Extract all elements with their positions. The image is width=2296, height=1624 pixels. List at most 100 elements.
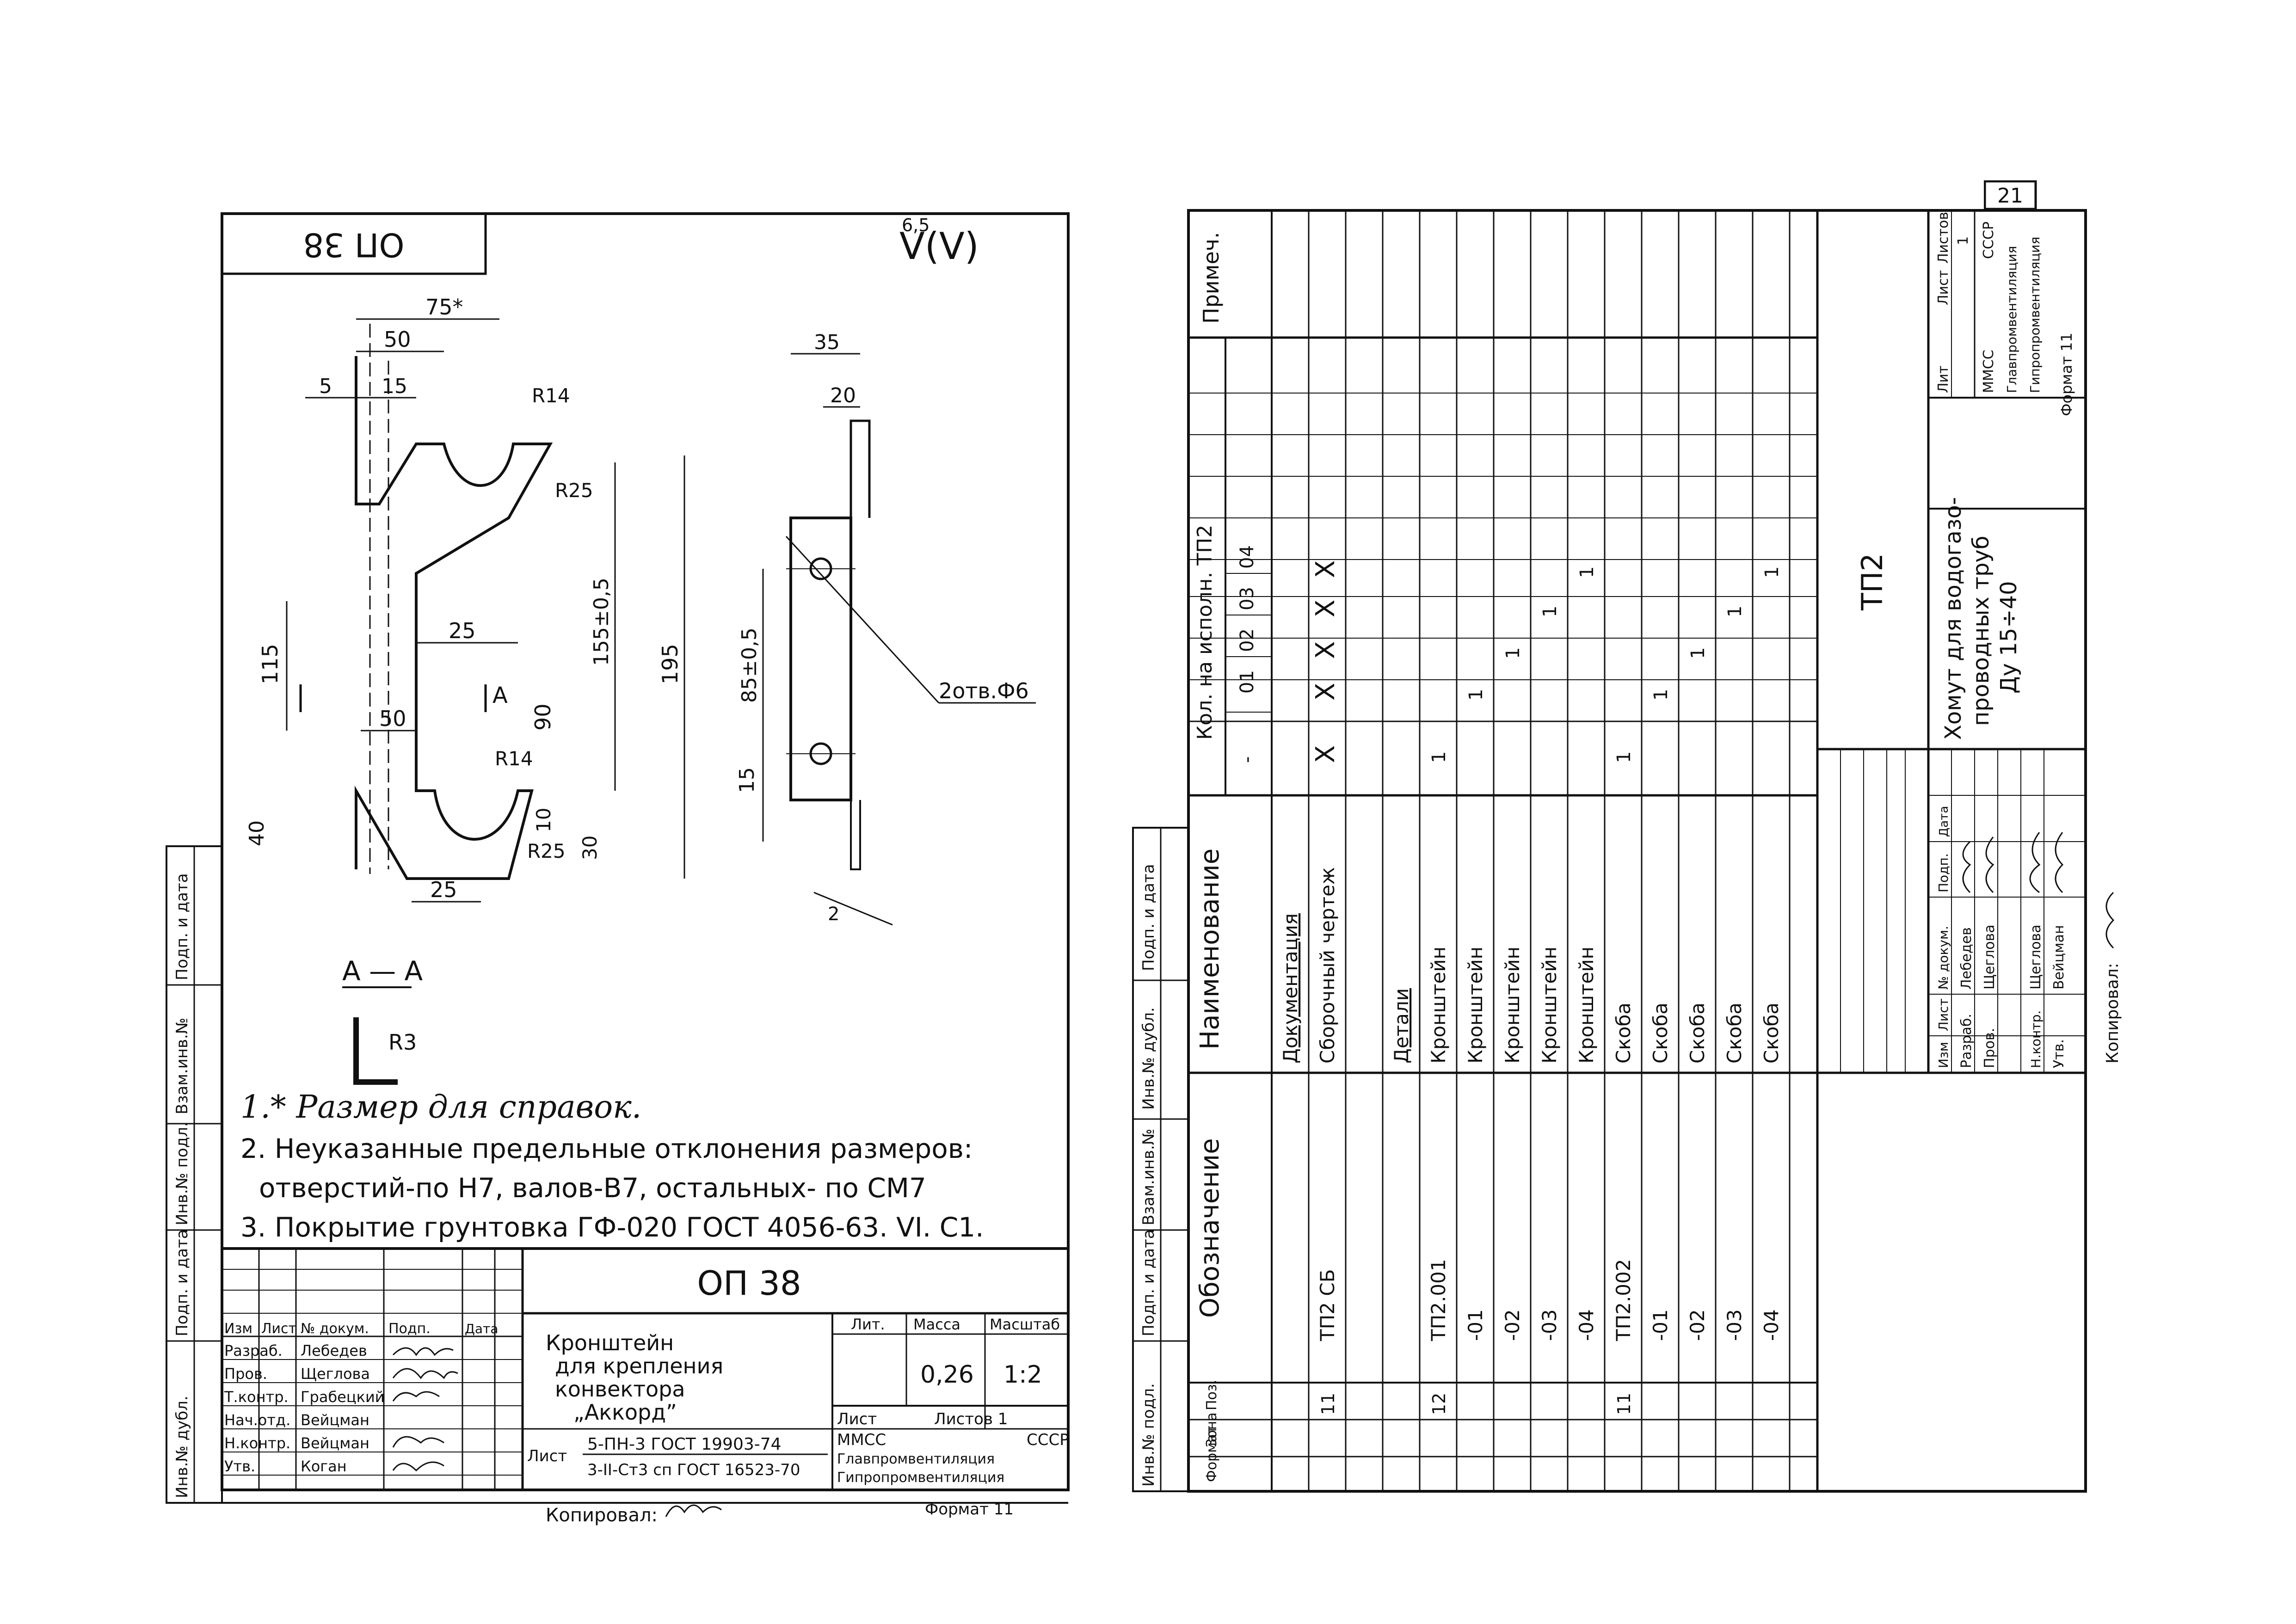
svg-text:195: 195 [658, 644, 683, 684]
svg-text:Разраб.: Разраб. [1958, 1014, 1975, 1068]
svg-text:2: 2 [828, 904, 839, 925]
svg-text:Изм: Изм [224, 1321, 252, 1337]
svg-text:85±0,5: 85±0,5 [738, 627, 761, 703]
svg-text:30: 30 [579, 836, 601, 860]
row-name: Скоба [1686, 1003, 1709, 1064]
row-pos: 12 [1429, 1393, 1449, 1415]
svg-text:Утв.: Утв. [224, 1458, 255, 1475]
svg-text:Взам.инв.№: Взам.инв.№ [1139, 1129, 1158, 1225]
svg-text:25: 25 [449, 618, 476, 643]
row-qty: 1 [1761, 566, 1783, 578]
svg-text:Инв.№ подл.: Инв.№ подл. [1139, 1383, 1158, 1487]
svg-text:50: 50 [379, 706, 406, 731]
row-name: Кронштейн [1538, 947, 1561, 1064]
section-label: А — А [342, 955, 423, 987]
row-name: Сборочный чертеж [1316, 867, 1339, 1064]
svg-text:20: 20 [830, 384, 856, 407]
row-designation: -04 [1575, 1309, 1598, 1341]
svg-text:25: 25 [430, 877, 457, 902]
note-2b: отверстий-по Н7, валов-В7, остальных- по… [259, 1172, 926, 1204]
row-name: Кронштейн [1427, 947, 1450, 1064]
svg-text:Подп.: Подп. [388, 1321, 431, 1337]
svg-text:R14: R14 [532, 384, 570, 407]
svg-text:15: 15 [735, 767, 759, 793]
row-designation: ТП2 СБ [1316, 1269, 1339, 1341]
svg-text:A: A [492, 683, 508, 708]
svg-text:Лист: Лист [837, 1410, 877, 1428]
row-qty: X [1311, 745, 1341, 763]
header-qty: Кол. на исполн. ТП2 [1193, 525, 1217, 740]
row-name: Кронштейн [1464, 947, 1487, 1064]
svg-text:Дата: Дата [465, 1321, 499, 1336]
left-title-block: ОП 38 Кронштейн для крепления конвектора… [222, 1247, 1069, 1490]
side-view [789, 517, 852, 801]
row-name: Детали [1390, 988, 1413, 1064]
row-qty: X [1311, 560, 1341, 578]
svg-text:5: 5 [319, 375, 332, 398]
row-designation: -02 [1686, 1309, 1709, 1341]
svg-text:Грабецкий: Грабецкий [301, 1388, 385, 1406]
svg-text:Щеглова: Щеглова [2028, 924, 2044, 990]
row-pos: 11 [1318, 1393, 1338, 1415]
svg-text:СССР: СССР [1027, 1431, 1069, 1449]
svg-text:Нач.отд.: Нач.отд. [224, 1411, 290, 1429]
note-1: 1.* Размер для справок. [240, 1089, 642, 1126]
svg-text:Лит.: Лит. [851, 1316, 885, 1333]
svg-text:50: 50 [384, 327, 411, 352]
row-qty: X [1311, 600, 1341, 617]
svg-text:Вейцман: Вейцман [301, 1411, 369, 1429]
svg-text:02: 02 [1237, 628, 1258, 652]
row-name: Скоба [1760, 1003, 1783, 1064]
svg-text:Инв.№ дубл.: Инв.№ дубл. [173, 1396, 191, 1498]
row-designation: -03 [1538, 1309, 1561, 1341]
svg-text:СССР: СССР [1981, 221, 1997, 259]
svg-text:„Аккорд”: „Аккорд” [573, 1400, 677, 1425]
right-title-block: ТП2 Хомут для водогазо- проводных труб Д… [1816, 210, 2122, 1073]
svg-text:R25: R25 [527, 840, 566, 862]
row-qty: X [1311, 683, 1341, 701]
svg-text:Лебедев: Лебедев [1958, 927, 1975, 990]
row-name: Документация [1279, 913, 1302, 1064]
svg-text:Вейцман: Вейцман [2051, 925, 2067, 990]
row-qty: 1 [1576, 566, 1598, 578]
svg-text:15: 15 [382, 375, 407, 398]
row-designation: -04 [1760, 1309, 1783, 1341]
svg-text:1: 1 [1955, 236, 1971, 245]
svg-text:75*: 75* [425, 295, 463, 320]
svg-text:Щеглова: Щеглова [1982, 924, 1998, 990]
svg-text:Пров.: Пров. [224, 1365, 267, 1383]
right-format: Формат 11 [2058, 332, 2075, 416]
row-qty: 1 [1687, 647, 1709, 659]
left-sheet: ОП 38 V(V) 6,5 75* 50 5 15 R14 R25 25 11… [166, 212, 1070, 1526]
left-frame [221, 212, 1070, 1491]
svg-text:Пров.: Пров. [1982, 1028, 1998, 1068]
svg-text:Главпромвентиляция: Главпромвентиляция [2004, 246, 2019, 393]
svg-text:Дата: Дата [1937, 806, 1951, 837]
left-designation: ОП 38 [697, 1264, 801, 1303]
right-designation: ТП2 [1855, 553, 1889, 611]
svg-text:Т.контр.: Т.контр. [224, 1388, 289, 1406]
note-3: 3. Покрытие грунтовка ГФ-020 ГОСТ 4056-6… [240, 1212, 984, 1243]
roughness-value: 6,5 [902, 215, 929, 235]
row-qty: 1 [1650, 689, 1672, 701]
svg-text:10: 10 [532, 808, 555, 832]
roughness-mark: V(V) [899, 225, 979, 268]
svg-text:Лист: Лист [1936, 998, 1951, 1031]
note-2: 2. Неуказанные предельные отклонения раз… [240, 1133, 973, 1164]
svg-text:90: 90 [530, 703, 555, 731]
row-name: Кронштейн [1575, 947, 1598, 1064]
svg-text:Инв.№ подл.: Инв.№ подл. [173, 1122, 191, 1225]
header-designation: Обозначение [1195, 1138, 1225, 1318]
row-name: Скоба [1649, 1003, 1672, 1064]
svg-text:2отв.Ф6: 2отв.Ф6 [939, 678, 1029, 703]
svg-text:Подп. и дата: Подп. и дата [173, 1229, 191, 1336]
svg-text:04: 04 [1237, 545, 1258, 569]
row-designation: ТП2.002 [1612, 1259, 1635, 1341]
row-name: Скоба [1612, 1003, 1635, 1064]
svg-text:R25: R25 [555, 479, 593, 502]
svg-text:Н.контр.: Н.контр. [2028, 1010, 2044, 1068]
svg-text:R3: R3 [388, 1030, 417, 1055]
svg-text:Лебедев: Лебедев [301, 1342, 367, 1359]
svg-text:155±0,5: 155±0,5 [590, 578, 613, 666]
